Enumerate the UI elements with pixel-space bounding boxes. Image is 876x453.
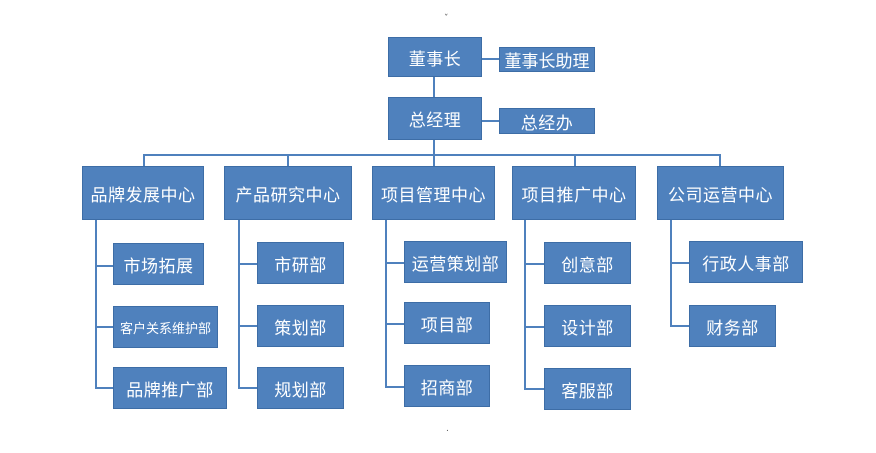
center-drop-3 (574, 154, 576, 167)
center-box-project-promotion: 项目推广中心 (512, 166, 636, 220)
dept-branch-0-2 (95, 387, 113, 389)
center-box-project-management: 项目管理中心 (372, 166, 495, 220)
dept-box-investment-attraction: 招商部 (404, 365, 490, 407)
dept-branch-3-0 (524, 263, 544, 265)
center-drop-4 (719, 154, 721, 167)
dept-box-customer-service: 客服部 (544, 368, 631, 410)
dept-branch-0-0 (95, 265, 113, 267)
dept-branch-3-1 (524, 326, 544, 328)
dept-box-operation-planning: 运营策划部 (404, 241, 507, 283)
dept-spine-1 (238, 220, 240, 388)
dept-box-creative: 创意部 (544, 242, 631, 284)
dept-branch-4-0 (670, 262, 689, 264)
center-bus-line (143, 154, 721, 156)
bottom-mark: . (446, 424, 449, 434)
center-drop-1 (287, 154, 289, 167)
dept-branch-2-0 (385, 262, 404, 264)
dept-box-admin-hr: 行政人事部 (689, 241, 803, 283)
gm-office-box: 总经办 (499, 108, 595, 134)
dept-branch-1-1 (238, 325, 257, 327)
dept-box-project: 项目部 (404, 302, 490, 344)
dept-spine-4 (670, 220, 672, 327)
dept-box-layout-planning: 规划部 (257, 367, 344, 409)
center-drop-0 (143, 154, 145, 167)
dept-box-planning: 策划部 (257, 305, 344, 347)
dept-spine-2 (385, 220, 387, 388)
dept-box-customer-relations: 客户关系维护部 (113, 306, 218, 348)
chairman-assistant-box: 董事长助理 (499, 47, 595, 72)
general-manager-box: 总经理 (388, 97, 482, 140)
dept-box-finance: 财务部 (689, 305, 776, 347)
center-box-brand: 品牌发展中心 (82, 166, 204, 220)
chairman-box: 董事长 (388, 37, 482, 77)
center-box-product-research: 产品研究中心 (224, 166, 352, 220)
dept-spine-3 (524, 220, 526, 388)
dept-spine-0 (95, 220, 97, 388)
center-box-company-operations: 公司运营中心 (657, 166, 784, 220)
top-mark: ˇ (444, 14, 449, 24)
dept-box-brand-promotion: 品牌推广部 (113, 367, 227, 409)
connector-chairman-assistant (482, 58, 499, 60)
center-drop-2 (433, 154, 435, 167)
dept-branch-1-2 (238, 387, 257, 389)
connector-gm-bus (433, 140, 435, 155)
dept-branch-2-1 (385, 323, 404, 325)
dept-branch-4-1 (670, 325, 689, 327)
connector-chairman-gm (433, 77, 435, 97)
connector-gm-office (482, 120, 499, 122)
dept-box-market-research: 市研部 (257, 242, 344, 284)
dept-branch-0-1 (95, 326, 113, 328)
dept-branch-2-2 (385, 386, 404, 388)
dept-box-market-expansion: 市场拓展 (113, 243, 204, 285)
dept-box-design: 设计部 (544, 305, 631, 347)
dept-branch-1-0 (238, 263, 257, 265)
dept-branch-3-2 (524, 388, 544, 390)
